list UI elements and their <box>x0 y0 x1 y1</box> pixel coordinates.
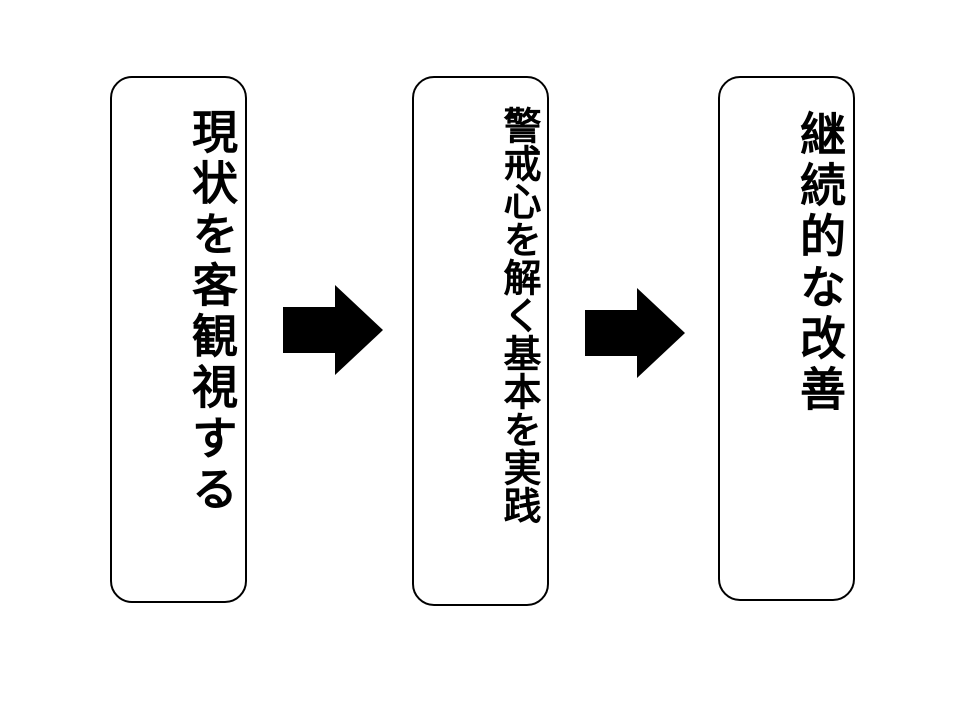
step-box-3: 継続的な改善 <box>718 76 855 601</box>
step-box-1: 現状を客観視する <box>110 76 247 603</box>
arrow-right-icon <box>283 285 383 375</box>
step-label-2: 警戒心を解く基本を実践 <box>497 106 541 524</box>
arrow-right-icon <box>585 288 685 378</box>
step-box-2: 警戒心を解く基本を実践 <box>412 76 549 606</box>
step-label-1: 現状を客観視する <box>185 108 239 516</box>
step-label-3: 継続的な改善 <box>793 110 847 416</box>
